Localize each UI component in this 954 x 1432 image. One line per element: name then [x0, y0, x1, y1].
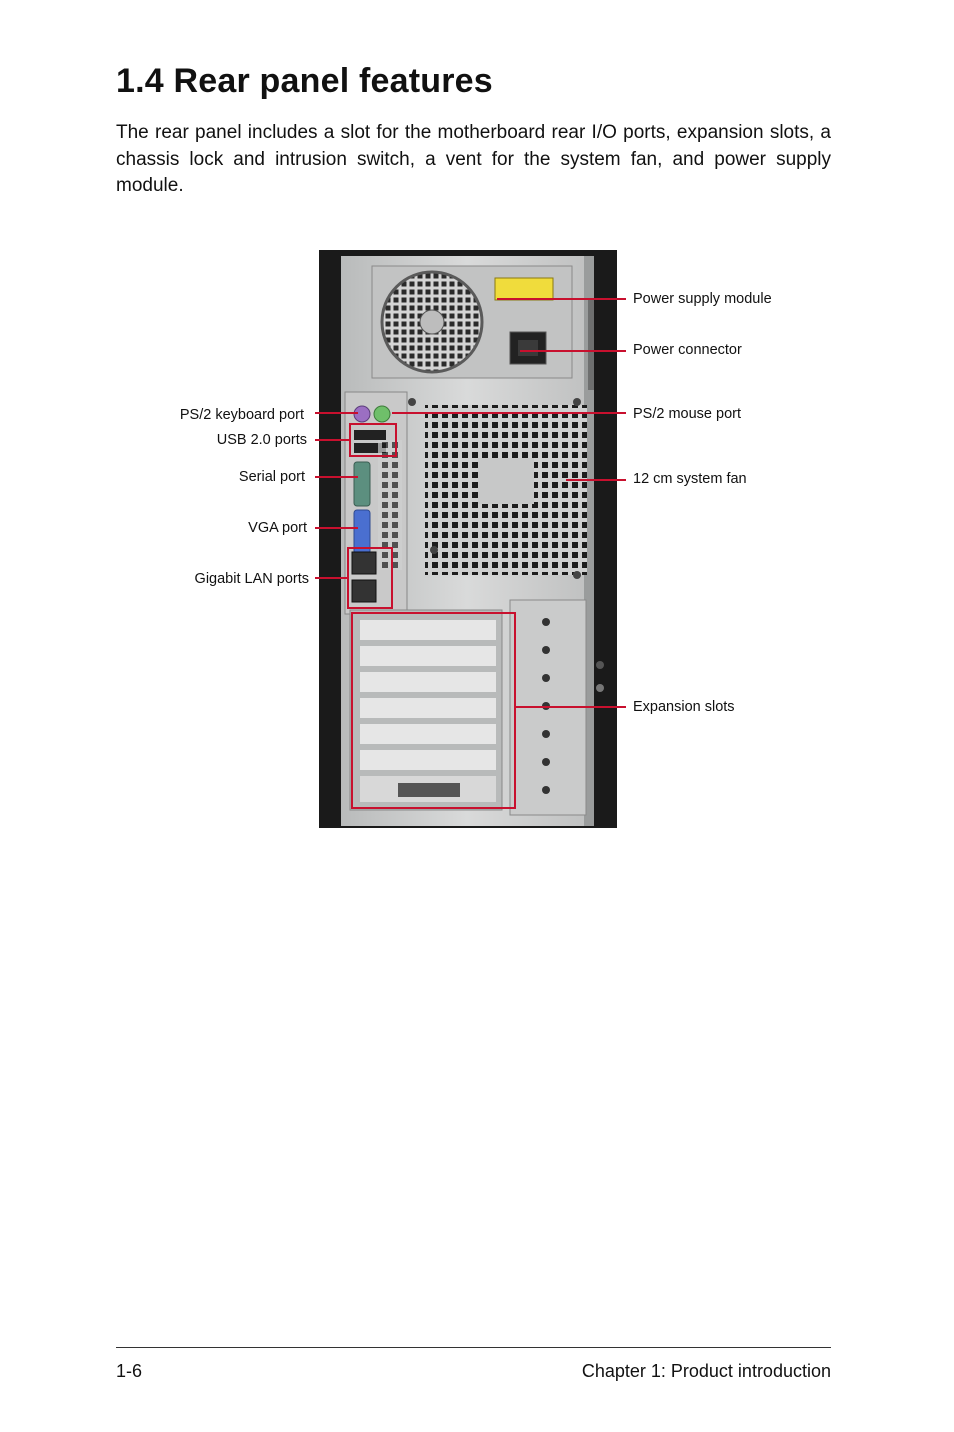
label-system-fan: 12 cm system fan: [633, 471, 747, 487]
label-ps2-keyboard-port: PS/2 keyboard port: [179, 407, 304, 423]
label-usb-ports: USB 2.0 ports: [216, 432, 307, 448]
leader-lines-right: [392, 298, 626, 708]
label-power-supply-module: Power supply module: [633, 291, 772, 307]
expansion-callout-box: [351, 612, 516, 809]
intro-paragraph: The rear panel includes a slot for the m…: [116, 122, 831, 196]
page-title: 1.4 Rear panel features: [116, 62, 493, 100]
rear-panel-figure: [315, 250, 626, 828]
page-number: 1-6: [116, 1361, 143, 1381]
footer-divider: [116, 1347, 831, 1348]
label-lan-ports: Gigabit LAN ports: [194, 571, 309, 587]
label-power-connector: Power connector: [633, 342, 742, 358]
chapter-title: Chapter 1: Product introduction: [581, 1361, 831, 1381]
label-serial-port: Serial port: [238, 469, 305, 485]
label-expansion-slots: Expansion slots: [633, 699, 735, 715]
power-supply: [371, 265, 573, 379]
fan-vent: [408, 398, 587, 579]
label-vga-port: VGA port: [248, 520, 307, 536]
leader-lines-left: [315, 412, 358, 579]
label-ps2-mouse-port: PS/2 mouse port: [633, 406, 741, 422]
io-shield: [344, 391, 408, 615]
